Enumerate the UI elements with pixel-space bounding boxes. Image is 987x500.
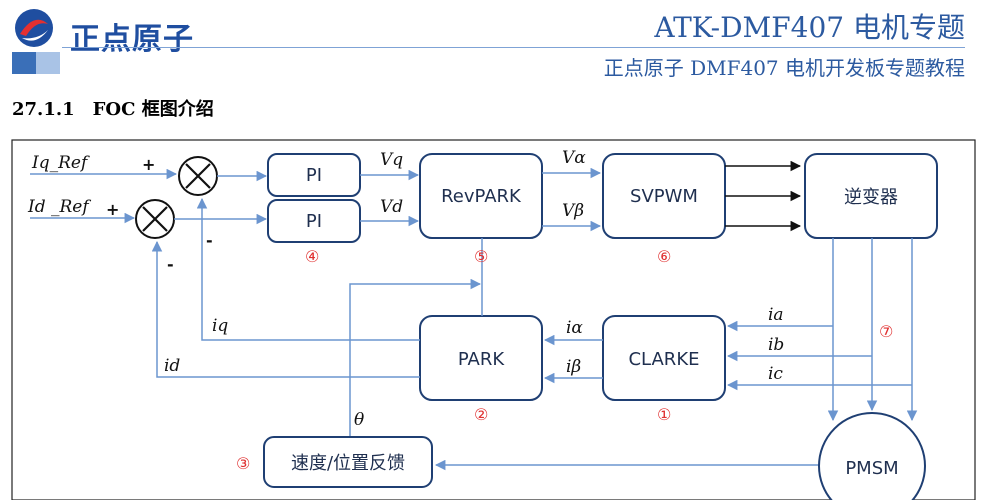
id-feedback-line xyxy=(151,240,420,378)
ic-label: ic xyxy=(768,364,783,384)
speed-position-label: 速度/位置反馈 xyxy=(291,453,405,474)
page-title: ATK-DMF407 电机专题 xyxy=(654,11,965,44)
logo-swirl-icon xyxy=(15,9,53,47)
pmsm-label: PMSM xyxy=(845,458,898,479)
section-title: FOC 框图介绍 xyxy=(92,99,214,120)
vd-label: Vd xyxy=(380,197,403,217)
revpark-label: RevPARK xyxy=(441,186,522,207)
revpark-block xyxy=(419,153,543,239)
ia-label: ia xyxy=(768,305,784,325)
sum-junction-q xyxy=(178,156,218,196)
id-ref-label: Id _Ref xyxy=(27,197,91,217)
pi-top-label: PI xyxy=(306,165,322,186)
id-label: id xyxy=(164,356,180,376)
page-subtitle: 正点原子 DMF407 电机开发板专题教程 xyxy=(603,56,965,80)
minus-sign-bottom: - xyxy=(167,255,174,274)
logo: 正点原子 xyxy=(12,6,222,57)
section-heading: 27.1.1 FOC 框图介绍 xyxy=(12,95,214,121)
marker-3: ③ xyxy=(236,454,250,473)
marker-2: ② xyxy=(474,405,488,424)
park-label: PARK xyxy=(458,349,506,370)
marker-5: ⑤ xyxy=(474,247,488,266)
plus-sign-top: + xyxy=(142,155,155,174)
ibeta-label: iβ xyxy=(566,357,581,377)
header-decor-square-light xyxy=(36,52,60,74)
svpwm-label: SVPWM xyxy=(630,186,698,207)
ialpha-label: iα xyxy=(566,318,583,338)
theta-label: θ xyxy=(354,410,364,430)
theta-line xyxy=(349,278,482,437)
vbeta-label: Vβ xyxy=(562,201,584,221)
pmsm-motor xyxy=(818,412,926,500)
inverter-label: 逆变器 xyxy=(844,187,898,208)
valpha-label: Vα xyxy=(562,148,586,168)
diagram-frame xyxy=(11,139,976,500)
sum-junction-d xyxy=(135,199,175,239)
logo-text: 正点原子 xyxy=(70,22,194,57)
header-divider xyxy=(62,47,965,48)
marker-6: ⑥ xyxy=(657,247,671,266)
marker-4: ④ xyxy=(305,247,319,266)
section-number: 27.1.1 xyxy=(12,99,75,120)
iq-ref-label: Iq_Ref xyxy=(31,153,90,173)
iq-label: iq xyxy=(212,316,228,336)
minus-sign-top: - xyxy=(206,231,213,250)
clarke-block xyxy=(602,315,726,401)
header-decor-square-dark xyxy=(12,52,36,74)
plus-sign-bottom: + xyxy=(106,200,119,219)
vq-label: Vq xyxy=(380,150,403,170)
pi-bottom-label: PI xyxy=(306,211,322,232)
marker-1: ① xyxy=(657,405,671,424)
marker-7: ⑦ xyxy=(879,322,893,341)
ib-label: ib xyxy=(768,335,784,355)
park-block xyxy=(419,315,543,401)
clarke-label: CLARKE xyxy=(628,349,699,370)
inverter-block xyxy=(804,153,938,239)
speed-position-block xyxy=(263,436,433,488)
iq-feedback-line xyxy=(196,197,420,341)
